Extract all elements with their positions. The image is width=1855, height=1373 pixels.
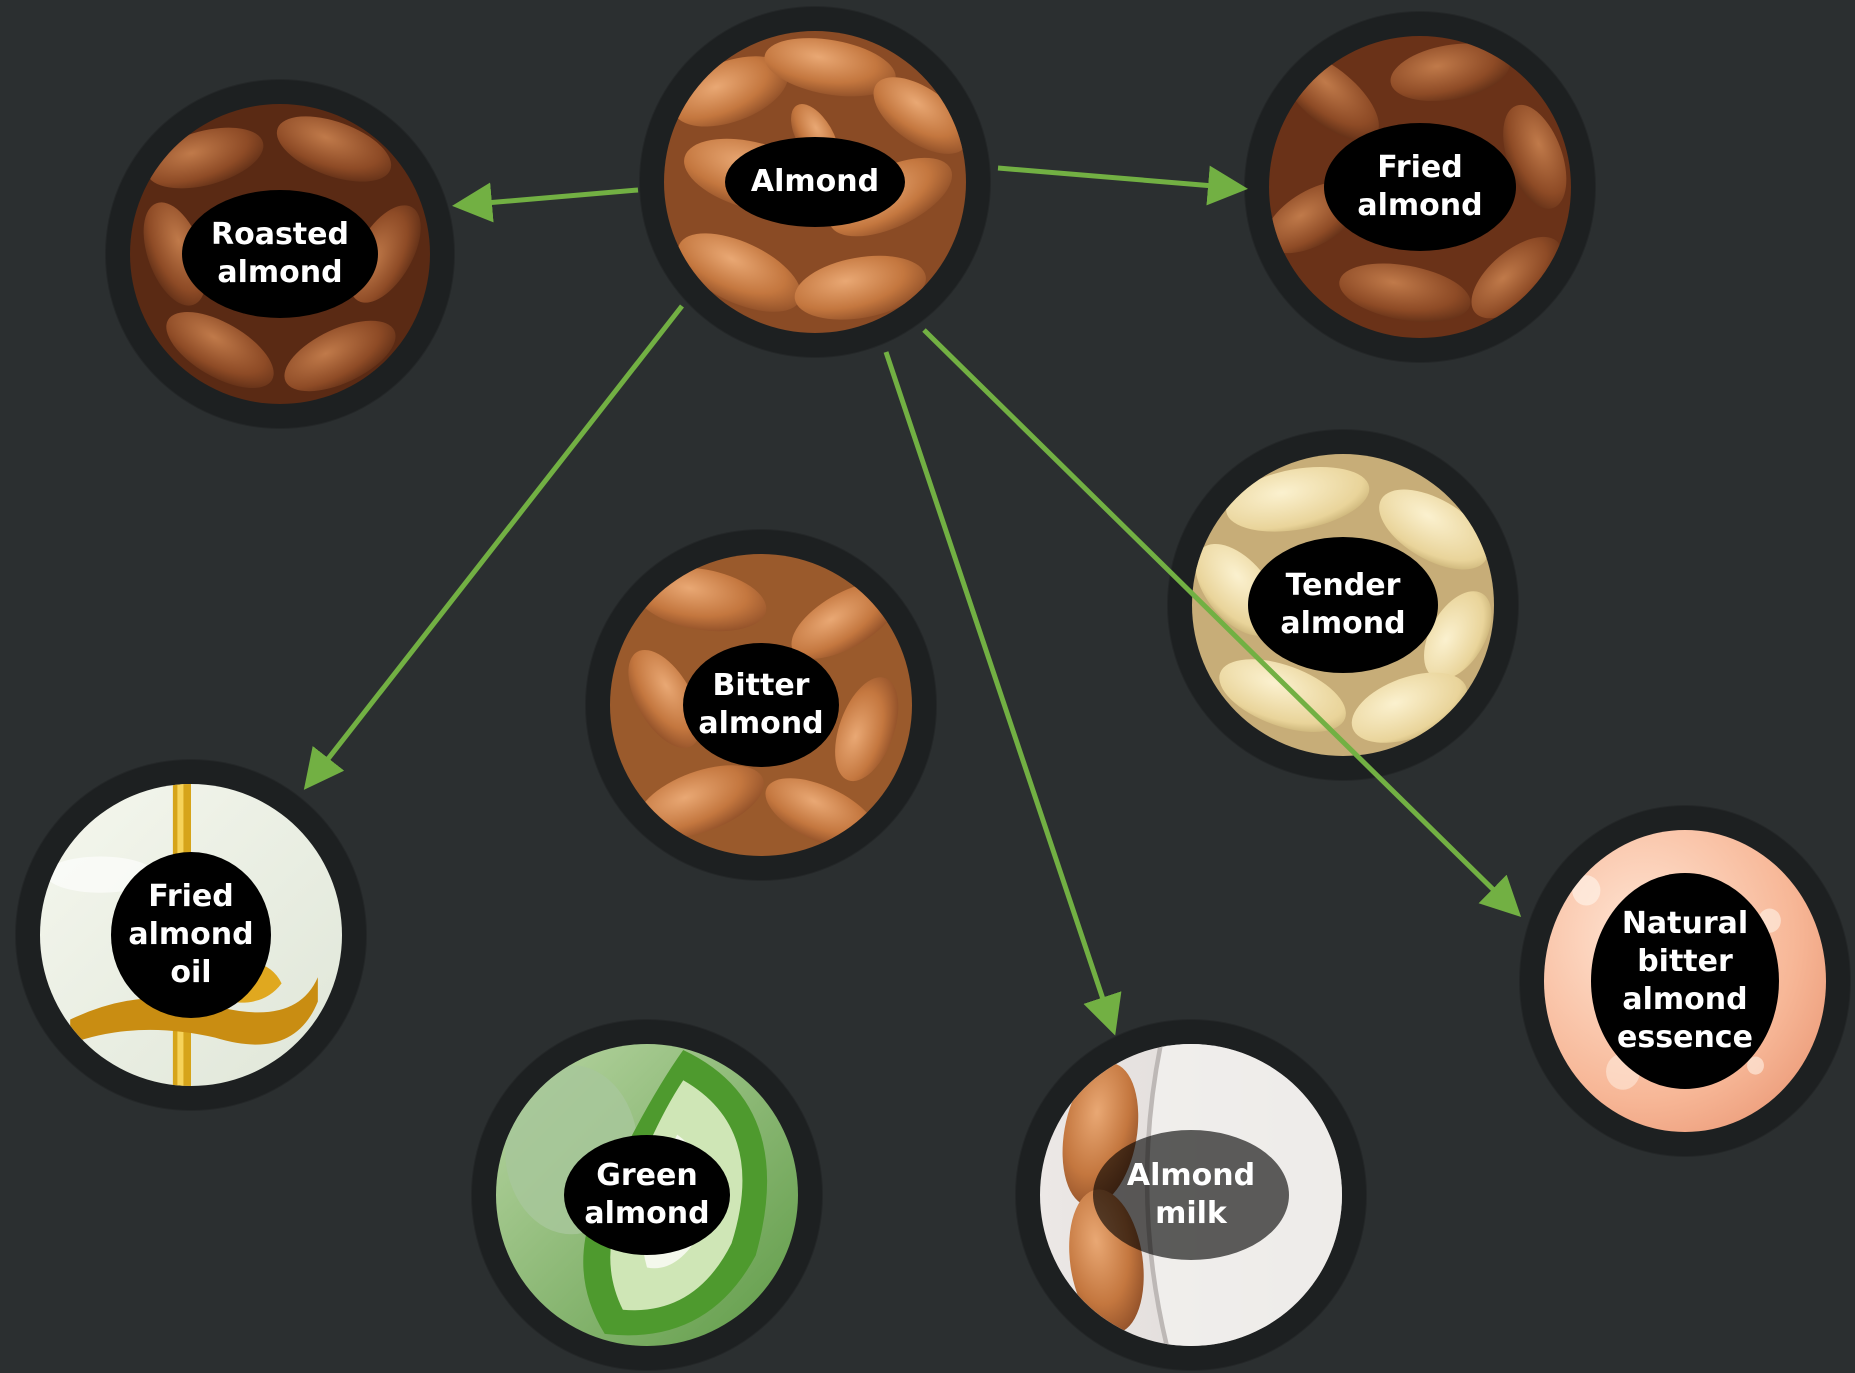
- node-label: Fried almond oil: [111, 852, 271, 1018]
- node-natural-bitter-almond-essence: Natural bitter almond essence: [1520, 806, 1850, 1156]
- node-label: Tender almond: [1248, 537, 1438, 673]
- node-label: Almond: [725, 137, 905, 227]
- node-tender-almond: Tender almond: [1168, 430, 1518, 780]
- node-label: Roasted almond: [182, 190, 378, 318]
- node-bitter-almond: Bitter almond: [586, 530, 936, 880]
- node-label: Almond milk: [1093, 1130, 1289, 1260]
- node-fried-almond: Fried almond: [1245, 12, 1595, 362]
- node-label: Green almond: [564, 1135, 730, 1255]
- node-label: Natural bitter almond essence: [1591, 873, 1779, 1089]
- node-label: Bitter almond: [683, 643, 839, 767]
- node-green-almond: Green almond: [472, 1020, 822, 1370]
- node-fried-almond-oil: Fried almond oil: [16, 760, 366, 1110]
- arrow-to-roasted-almond: [452, 182, 639, 223]
- node-roasted-almond: Roasted almond: [106, 80, 454, 428]
- node-label: Fried almond: [1324, 123, 1516, 251]
- node-almond: Almond: [640, 7, 990, 357]
- green-almond-photo: [496, 1044, 798, 1346]
- node-almond-milk: Almond milk: [1016, 1020, 1366, 1370]
- arrow-to-fried-almond: [997, 165, 1248, 206]
